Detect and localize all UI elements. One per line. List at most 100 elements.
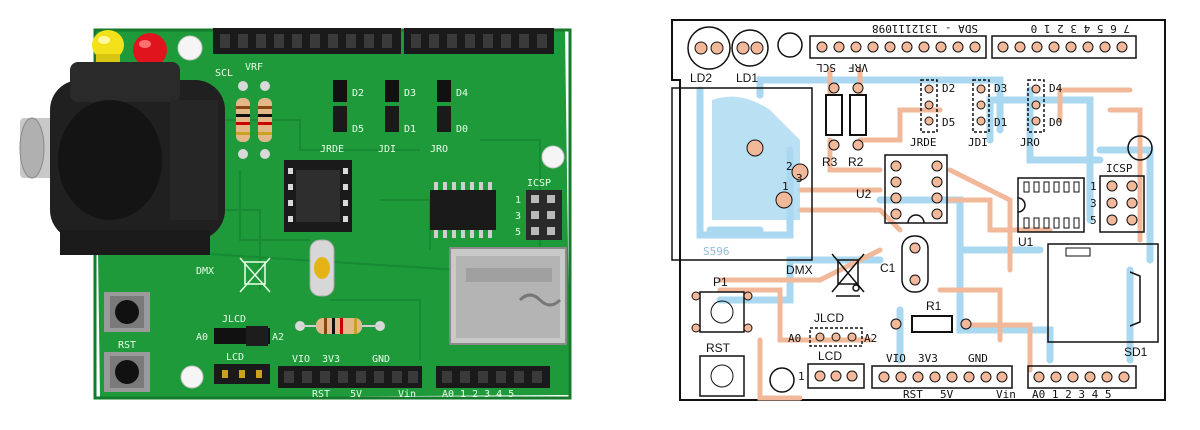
- label-analog: A0 1 2 3 4 5: [1032, 388, 1111, 401]
- mounting-hole: [180, 365, 204, 389]
- label-d2: D2: [942, 82, 955, 95]
- silk-3v3: 3V3: [322, 354, 340, 365]
- jumper-jro-footprint: [1027, 79, 1045, 133]
- label-vrf: VRF: [848, 61, 868, 74]
- led-yellow: [92, 30, 124, 64]
- label-icsp: ICSP: [1106, 162, 1133, 175]
- top-header-right-footprint: [991, 35, 1137, 59]
- silk-icsp-1: 1: [515, 195, 521, 206]
- label-u1: U1: [1018, 235, 1034, 249]
- label-ld1: LD1: [736, 71, 758, 85]
- silk-vin: Vin: [398, 389, 416, 400]
- label-r1: R1: [926, 299, 942, 313]
- xlr-pin-3: 3: [796, 172, 803, 185]
- silk-d1: D1: [404, 124, 416, 135]
- mounting-hole-outline: [777, 32, 803, 58]
- label-r2: R2: [848, 155, 864, 169]
- xlr-code: S596: [703, 245, 730, 258]
- label-rst: RST: [706, 341, 731, 355]
- silk-d4: D4: [456, 88, 468, 99]
- label-lcd-pin1: 1: [798, 370, 805, 383]
- silk-vrf: VRF: [245, 62, 263, 73]
- jumper-jrde-footprint: [920, 79, 938, 133]
- capacitor-c1-footprint: [901, 235, 929, 293]
- label-jdi: JDI: [968, 136, 988, 149]
- xlr-pin-1: 1: [782, 180, 789, 193]
- board-outline: [671, 19, 1166, 401]
- lcd-header: [214, 364, 270, 384]
- silk-lcd: LCD: [226, 352, 244, 363]
- label-sd1: SD1: [1124, 345, 1148, 359]
- silk-scl: SCL: [215, 68, 233, 79]
- label-d4: D4: [1049, 82, 1063, 95]
- silk-dmx: DMX: [196, 266, 214, 277]
- top-header-left-footprint: [809, 35, 987, 59]
- label-gnd: GND: [968, 352, 988, 365]
- ic-socket-u2: [284, 160, 352, 232]
- resistor-r2: [258, 81, 272, 159]
- silk-jlcd: JLCD: [222, 314, 246, 325]
- label-vio: VIO: [886, 352, 906, 365]
- silk-icsp-5: 5: [515, 227, 521, 238]
- top-header-right: [404, 28, 554, 54]
- label-c1: C1: [880, 261, 896, 275]
- silk-vio: VIO: [292, 354, 310, 365]
- silk-d3: D3: [404, 88, 416, 99]
- silk-icsp: ICSP: [527, 178, 551, 189]
- bottom-header-power: [278, 366, 422, 388]
- pcb-photo: VRF SCL: [19, 28, 572, 400]
- jumper-jro: [437, 80, 451, 132]
- label-header-top-right: 7 6 5 4 3 2 1 0: [1031, 22, 1130, 35]
- label-icsp-5: 5: [1090, 214, 1097, 227]
- silk-a2: A2: [272, 332, 284, 343]
- icsp-header: [526, 190, 562, 240]
- silk-jro: JRO: [430, 144, 448, 155]
- label-dmx: DMX: [786, 263, 813, 277]
- label-d5: D5: [942, 116, 955, 129]
- label-d3: D3: [994, 82, 1007, 95]
- label-d1: D1: [994, 116, 1007, 129]
- label-rst-bottom: RST: [903, 388, 923, 401]
- lcd-header-footprint: [807, 363, 865, 389]
- pushbutton-p1-footprint: [691, 291, 753, 333]
- silk-gnd: GND: [372, 354, 390, 365]
- resistor-r3-footprint: [825, 82, 843, 151]
- pushbutton-p1: [104, 292, 150, 332]
- jumper-jlcd: [214, 326, 270, 346]
- label-jro: JRO: [1020, 136, 1040, 149]
- ic-u2-footprint: [884, 154, 948, 224]
- sd-card-footprint: [1047, 243, 1159, 343]
- ic-soic-u1: [430, 182, 496, 238]
- mounting-hole: [177, 35, 203, 61]
- xlr-footprint: [671, 87, 813, 261]
- resistor-r1: [295, 318, 385, 334]
- silk-5v: 5V: [350, 389, 362, 400]
- ic-u1-footprint: [1017, 177, 1085, 233]
- silk-analog: A0 1 2 3 4 5: [442, 389, 514, 400]
- led-ld2-footprint: [687, 26, 731, 70]
- resistor-r3: [236, 81, 250, 159]
- label-r3: R3: [822, 155, 838, 169]
- label-header-top-left: SDA - 1312111098: [872, 22, 978, 35]
- label-vin: Vin: [996, 388, 1016, 401]
- resistor-r1-footprint: [890, 315, 972, 333]
- label-icsp-1: 1: [1090, 180, 1097, 193]
- silk-jrde: JRDE: [320, 144, 344, 155]
- jumper-jrde: [333, 80, 347, 132]
- label-jlcd: JLCD: [814, 311, 844, 325]
- resistor-r2-footprint: [849, 82, 867, 151]
- label-5v: 5V: [940, 388, 954, 401]
- silk-jdi: JDI: [378, 144, 396, 155]
- jumper-jdi: [385, 80, 399, 132]
- mounting-hole-outline: [769, 367, 795, 393]
- xlr-dmx-connector: [19, 62, 225, 255]
- label-ld2: LD2: [690, 71, 712, 85]
- mounting-hole: [541, 145, 565, 169]
- microsd-slot: [449, 247, 567, 345]
- silk-a0: A0: [196, 332, 208, 343]
- silk-icsp-3: 3: [515, 211, 521, 222]
- label-p1: P1: [713, 275, 728, 289]
- label-scl: SCL: [816, 61, 836, 74]
- silk-d5: D5: [352, 124, 364, 135]
